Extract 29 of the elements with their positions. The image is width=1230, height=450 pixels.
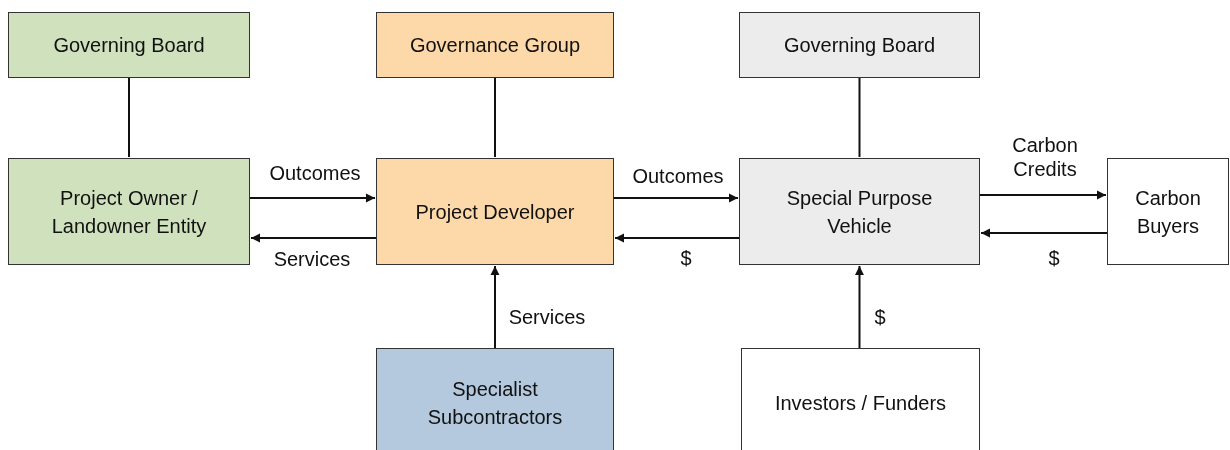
- process-box: [8, 158, 250, 265]
- box-label: Investors / Funders: [774, 391, 947, 416]
- box-label: Governing Board: [783, 33, 936, 58]
- arrow: [980, 228, 1108, 238]
- arrow: [613, 193, 739, 203]
- process-box: [739, 158, 980, 265]
- connector-line: [858, 77, 861, 158]
- process-box: [741, 348, 980, 450]
- arrow: [854, 265, 864, 349]
- arrow: [614, 233, 740, 243]
- box-label: Special Purpose Vehicle: [785, 185, 934, 239]
- arrow: [979, 190, 1107, 200]
- box-label: Governance Group: [409, 33, 581, 58]
- arrow: [250, 233, 377, 243]
- connector-line: [128, 77, 130, 158]
- box-label: Governing Board: [53, 33, 205, 58]
- process-box: [1107, 158, 1229, 265]
- box-label: Carbon Buyers: [1134, 185, 1202, 239]
- process-box: [376, 348, 614, 450]
- box-label: Project Owner / Landowner Entity: [50, 185, 208, 239]
- arrow: [490, 265, 500, 349]
- process-box: [376, 12, 614, 78]
- process-box: [8, 12, 250, 78]
- box-label: Specialist Subcontractors: [426, 377, 564, 430]
- connector-line: [494, 77, 496, 158]
- arrow: [249, 193, 376, 203]
- box-label: Project Developer: [415, 199, 575, 225]
- process-box: [376, 158, 614, 265]
- process-box: [739, 12, 980, 78]
